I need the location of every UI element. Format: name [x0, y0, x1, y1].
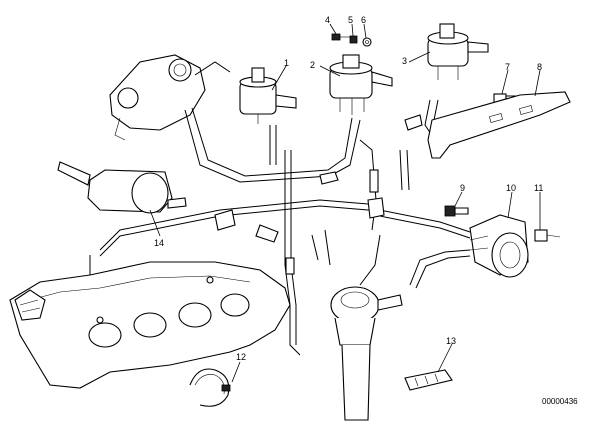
callout-11: 11 — [534, 183, 543, 193]
part-9-screw — [444, 205, 469, 217]
callout-7: 7 — [505, 62, 510, 72]
intake-manifold — [9, 261, 291, 389]
part-10-vacuum-unit — [469, 214, 529, 278]
part-12-clamp — [189, 368, 231, 407]
part-13-connector — [404, 369, 453, 391]
callout-12: 12 — [236, 352, 246, 362]
leader-lines — [149, 23, 541, 383]
hose-connectors — [214, 114, 423, 275]
callout-9: 9 — [460, 183, 465, 193]
callout-3: 3 — [402, 56, 407, 66]
callout-1: 1 — [284, 58, 289, 68]
callout-13: 13 — [446, 336, 456, 346]
callout-10: 10 — [506, 183, 516, 193]
callout-8: 8 — [537, 62, 542, 72]
callout-14: 14 — [154, 238, 164, 248]
part-8-bracket — [427, 91, 571, 159]
callout-4: 4 — [325, 15, 330, 25]
part-2-valve — [329, 54, 393, 115]
part-14-filter — [57, 161, 187, 214]
callout-6: 6 — [361, 15, 366, 25]
throttle-housing — [109, 54, 206, 141]
reference-number: 00000436 — [542, 397, 578, 406]
part-5-nut — [349, 35, 358, 44]
part-6-washer — [362, 37, 372, 47]
air-pump-valve — [330, 286, 403, 421]
callout-5: 5 — [348, 15, 353, 25]
part-1-valve — [239, 67, 297, 124]
callout-2: 2 — [310, 60, 315, 70]
part-3-valve — [427, 23, 489, 80]
part-4-screw — [331, 33, 350, 41]
part-11-nut — [534, 229, 561, 242]
